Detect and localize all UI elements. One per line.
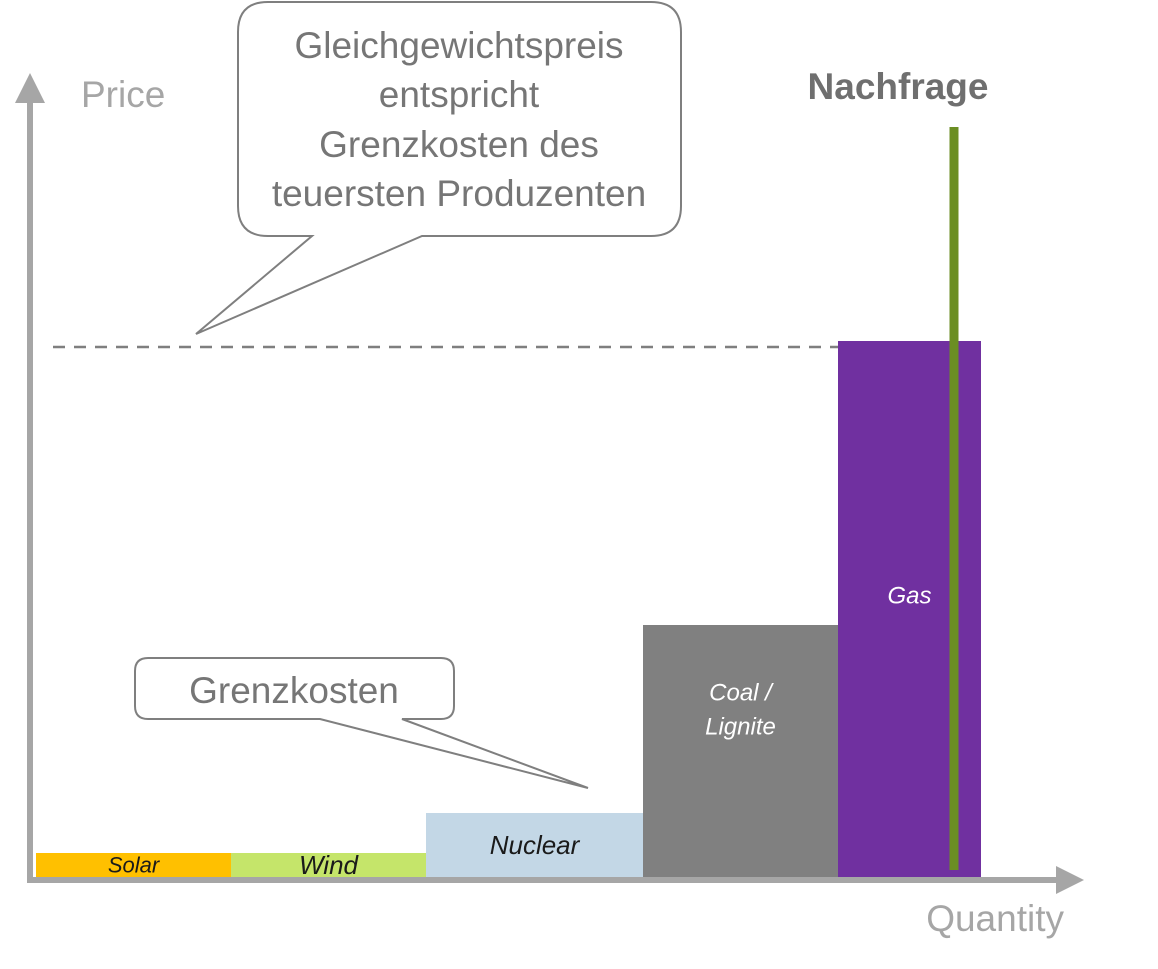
block-nuclear [426, 813, 643, 877]
block-coal-lignite [643, 625, 838, 877]
block-label-gas: Gas [887, 583, 931, 610]
y-axis-label: Price [81, 74, 165, 115]
merit-order-blocks: Solar Wind Nuclear Coal /Lignite Gas [36, 341, 981, 880]
equilibrium-callout: Gleichgewichtspreis entspricht Grenzkost… [195, 1, 682, 335]
axes: Price Quantity [15, 73, 1084, 939]
marginal-cost-callout-text: Grenzkosten [189, 670, 399, 711]
demand-line [949, 127, 959, 870]
equilibrium-callout-line-1: Gleichgewichtspreis [294, 25, 623, 66]
y-axis-arrowhead [15, 73, 45, 103]
marginal-cost-callout-bubble [134, 657, 589, 789]
x-axis-arrowhead [1056, 866, 1084, 894]
equilibrium-callout-line-3: Grenzkosten des [319, 124, 599, 165]
block-wind [231, 853, 426, 877]
block-solar [36, 853, 231, 877]
block-label-nuclear: Nuclear [490, 830, 581, 860]
x-axis-label: Quantity [926, 898, 1064, 939]
demand-label: Nachfrage [808, 66, 989, 107]
block-label-solar: Solar [108, 853, 161, 878]
equilibrium-callout-line-2: entspricht [379, 74, 540, 115]
marginal-cost-callout: Grenzkosten [134, 657, 589, 789]
equilibrium-callout-line-4: teuersten Produzenten [272, 173, 646, 214]
block-label-wind: Wind [299, 850, 360, 880]
equilibrium-callout-bubble [195, 1, 682, 335]
block-label-coal-lignite: Coal /Lignite [705, 680, 776, 741]
